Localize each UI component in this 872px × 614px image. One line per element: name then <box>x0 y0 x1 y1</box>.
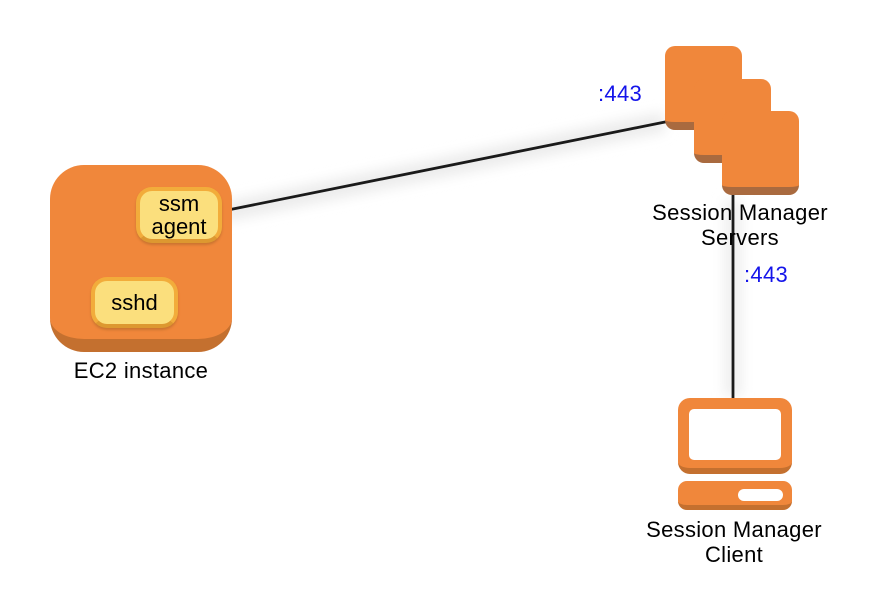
session-manager-client-label: Session Manager Client <box>646 517 822 567</box>
laptop-screen <box>689 409 781 460</box>
laptop-monitor <box>678 398 792 474</box>
edge-ssm-agent-to-servers-line <box>216 119 672 214</box>
laptop-icon <box>678 398 792 510</box>
port-label-servers-to-client: :443 <box>744 262 789 287</box>
laptop-touchpad-slot <box>738 489 783 501</box>
session-manager-servers-label: Session Manager Servers <box>652 200 828 250</box>
laptop-keyboard <box>678 481 792 510</box>
ssm-agent-node: ssm agent <box>136 187 222 243</box>
connector-glow <box>221 112 742 396</box>
ec2-instance-label: EC2 instance <box>73 358 209 383</box>
sshd-node: sshd <box>91 277 178 328</box>
server-icon <box>722 111 799 195</box>
port-label-agent-to-servers: :443 <box>598 81 643 106</box>
